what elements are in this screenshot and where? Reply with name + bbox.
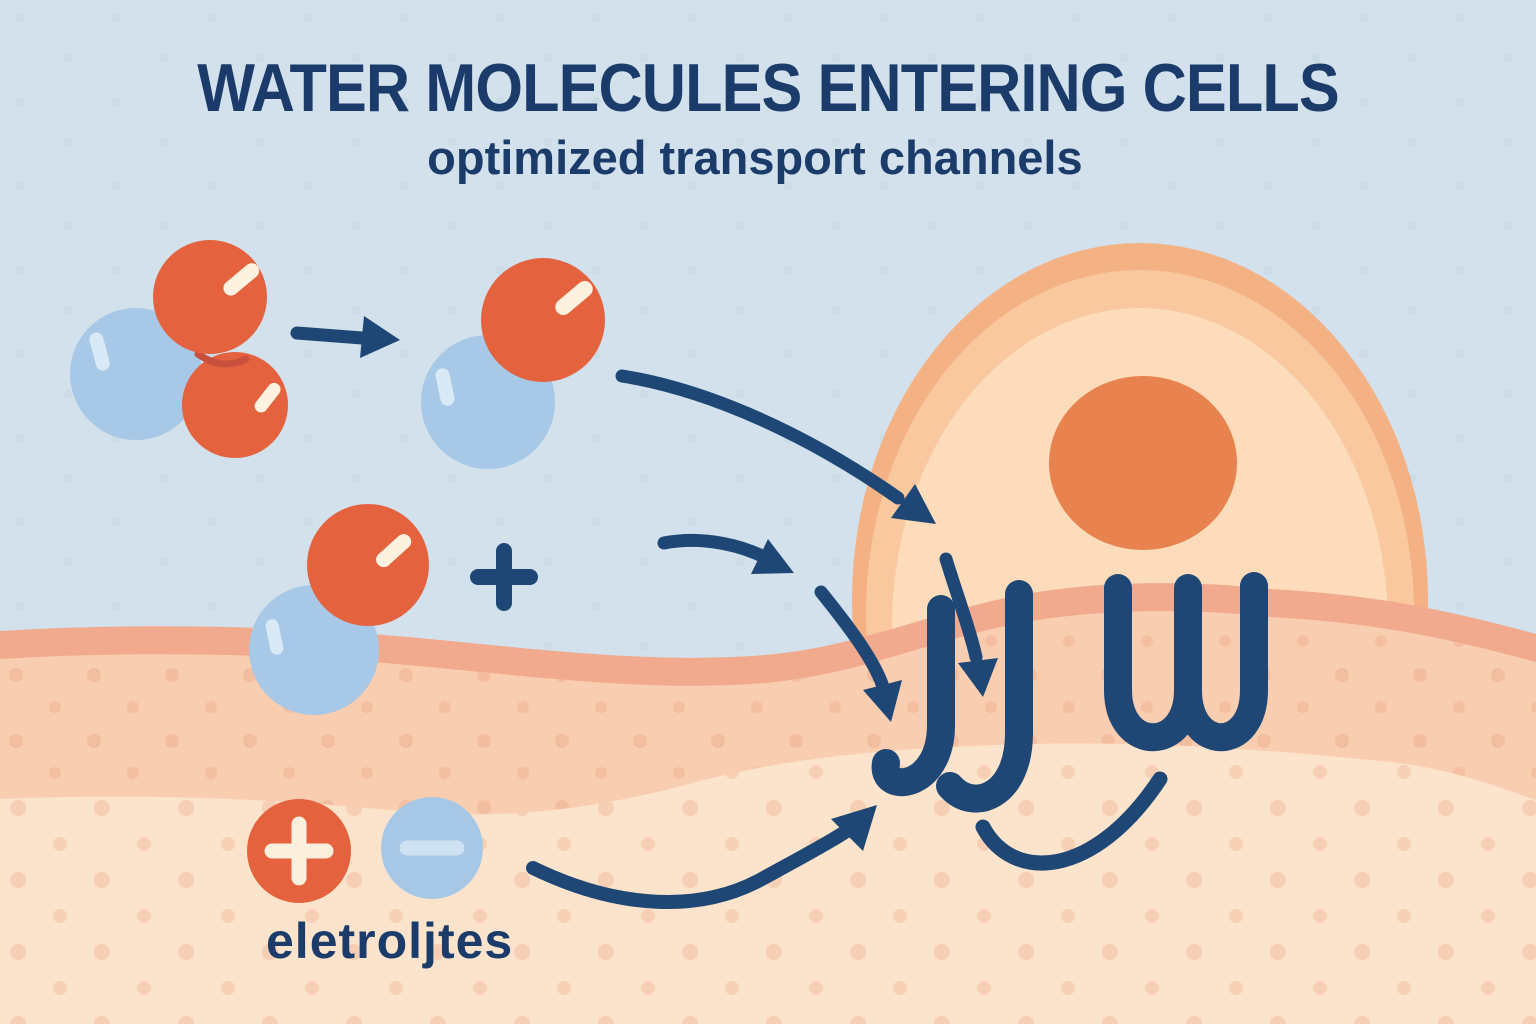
arrow-1-shaft (290, 326, 369, 345)
tissue-lower-layer (0, 743, 1536, 1024)
page-subtitle: optimized transport channels (427, 131, 1083, 184)
arrow-1-head-icon (360, 316, 400, 358)
red-atom-sphere (153, 240, 267, 354)
arrow-3-shaft (657, 533, 773, 565)
cell-nucleus (1049, 376, 1237, 550)
channel-underline-arc (975, 771, 1168, 871)
water-molecule-1 (70, 240, 288, 458)
water-molecule-3 (249, 504, 429, 715)
water-molecule-2 (421, 258, 605, 469)
arrow-5-shaft (939, 552, 983, 664)
sphere-seam-shadow (194, 350, 250, 368)
electrolytes-label: eletroljtes (266, 913, 514, 969)
sphere-highlight (265, 619, 284, 655)
arrow-2-shaft (615, 369, 905, 505)
plus-symbol (470, 543, 538, 611)
sphere-highlight (435, 368, 455, 406)
red-atom-sphere (481, 258, 605, 382)
arrow-4-head-icon (863, 680, 902, 722)
sphere-highlight (223, 263, 260, 296)
red-atom-sphere (307, 504, 429, 626)
page-title: WATER MOLECULES ENTERING CELLS (197, 50, 1339, 126)
sphere-highlight (89, 332, 110, 371)
flow-arrow-shafts (290, 326, 983, 909)
arrow-6-shaft (526, 825, 852, 909)
arrow-4-shaft (814, 585, 889, 691)
arrow-6-head-icon (831, 805, 877, 851)
positive-ion-icon (247, 799, 351, 903)
channel-right-triple-u (1104, 572, 1268, 752)
sphere-highlight (254, 382, 281, 413)
arrow-2-head-icon (891, 484, 936, 524)
flow-arrow-heads (360, 316, 998, 851)
channel-left-tube-1 (871, 595, 955, 797)
plus-icon (264, 816, 334, 886)
negative-ion-icon (381, 797, 483, 899)
arrow-3-head-icon (751, 539, 794, 574)
transport-channels (871, 572, 1268, 813)
sphere-highlight (376, 534, 412, 568)
red-atom-sphere (182, 352, 288, 458)
channel-left-tube-2 (936, 580, 1033, 813)
sphere-highlight (555, 281, 593, 315)
arrow-5-head-icon (958, 658, 998, 697)
